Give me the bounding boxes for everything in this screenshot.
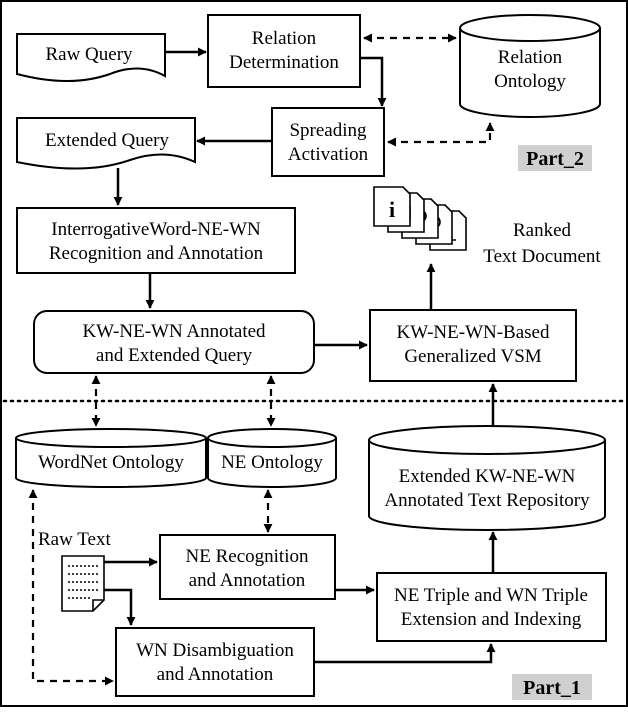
arrow-wndisambiguation-triple [314,643,496,664]
raw-text-icon [61,555,105,612]
ranked-document-label-1: Ranked [513,220,572,241]
svg-text:i: i [389,197,395,222]
part2-label: Part_2 [518,145,592,171]
dashed-spreading-ontology [387,122,495,147]
part2-text: Part_2 [526,148,584,170]
dashed-arrows [28,33,495,686]
spreading-activation-label-1: Spreading [289,120,367,141]
spreading-activation-label-2: Activation [288,144,369,165]
triple-extension-label-2: Extension and Indexing [401,609,582,630]
ne-recognition-node: NE Recognition and Annotation [159,534,336,600]
relation-ontology-label-2: Ontology [494,71,566,92]
interrogative-recognition-node: InterrogativeWord-NE-WN Recognition and … [16,207,296,274]
wordnet-ontology-node: WordNet Ontology [15,428,207,488]
triple-extension-label-1: NE Triple and WN Triple [394,585,588,606]
solid-arrows [104,47,498,664]
extended-repository-node: Extended KW-NE-WN Annotated Text Reposit… [368,425,606,531]
ranked-documents-icon: i [373,186,467,251]
generalized-vsm-label-1: KW-NE-WN-Based [396,322,550,343]
spreading-activation-node: Spreading Activation [271,107,385,177]
triple-extension-node: NE Triple and WN Triple Extension and In… [376,572,607,642]
raw-text-label: Raw Text [38,529,111,550]
annotated-query-label-2: and Extended Query [96,345,253,366]
ne-ontology-label: NE Ontology [221,452,323,473]
wn-disambiguation-label-1: WN Disambiguation [136,640,294,661]
raw-query-label: Raw Query [45,44,133,65]
arrow-rawtext-wndisambiguation [104,588,136,626]
extended-query-node: Extended Query [16,117,196,170]
arrow-relation-spreading [360,56,387,107]
raw-query-node: Raw Query [16,33,166,82]
ne-recognition-label-1: NE Recognition [186,546,309,567]
relation-ontology-node: Relation Ontology [459,14,601,118]
wn-disambiguation-node: WN Disambiguation and Annotation [115,627,315,697]
wn-disambiguation-label-2: and Annotation [157,664,274,685]
relation-determination-label-2: Determination [229,52,339,73]
ranked-document-label-2: Text Document [483,246,601,267]
generalized-vsm-node: KW-NE-WN-Based Generalized VSM [369,309,577,382]
extended-repository-label-1: Extended KW-NE-WN [399,466,576,487]
relation-determination-label-1: Relation [252,28,317,49]
relation-ontology-label-1: Relation [498,47,563,68]
interrogative-label-1: InterrogativeWord-NE-WN [51,219,261,240]
ne-ontology-node: NE Ontology [207,428,337,488]
annotated-query-label-1: KW-NE-WN Annotated [82,321,266,342]
annotated-query-node: KW-NE-WN Annotated and Extended Query [33,310,315,374]
wordnet-ontology-label: WordNet Ontology [38,452,184,473]
part1-text: Part_1 [523,677,581,699]
relation-determination-node: Relation Determination [207,14,361,88]
generalized-vsm-label-2: Generalized VSM [404,346,541,367]
extended-query-label: Extended Query [45,130,169,151]
extended-repository-label-2: Annotated Text Repository [384,490,590,511]
ne-recognition-label-2: and Annotation [189,570,306,591]
interrogative-label-2: Recognition and Annotation [49,243,264,264]
part1-label: Part_1 [512,674,592,700]
